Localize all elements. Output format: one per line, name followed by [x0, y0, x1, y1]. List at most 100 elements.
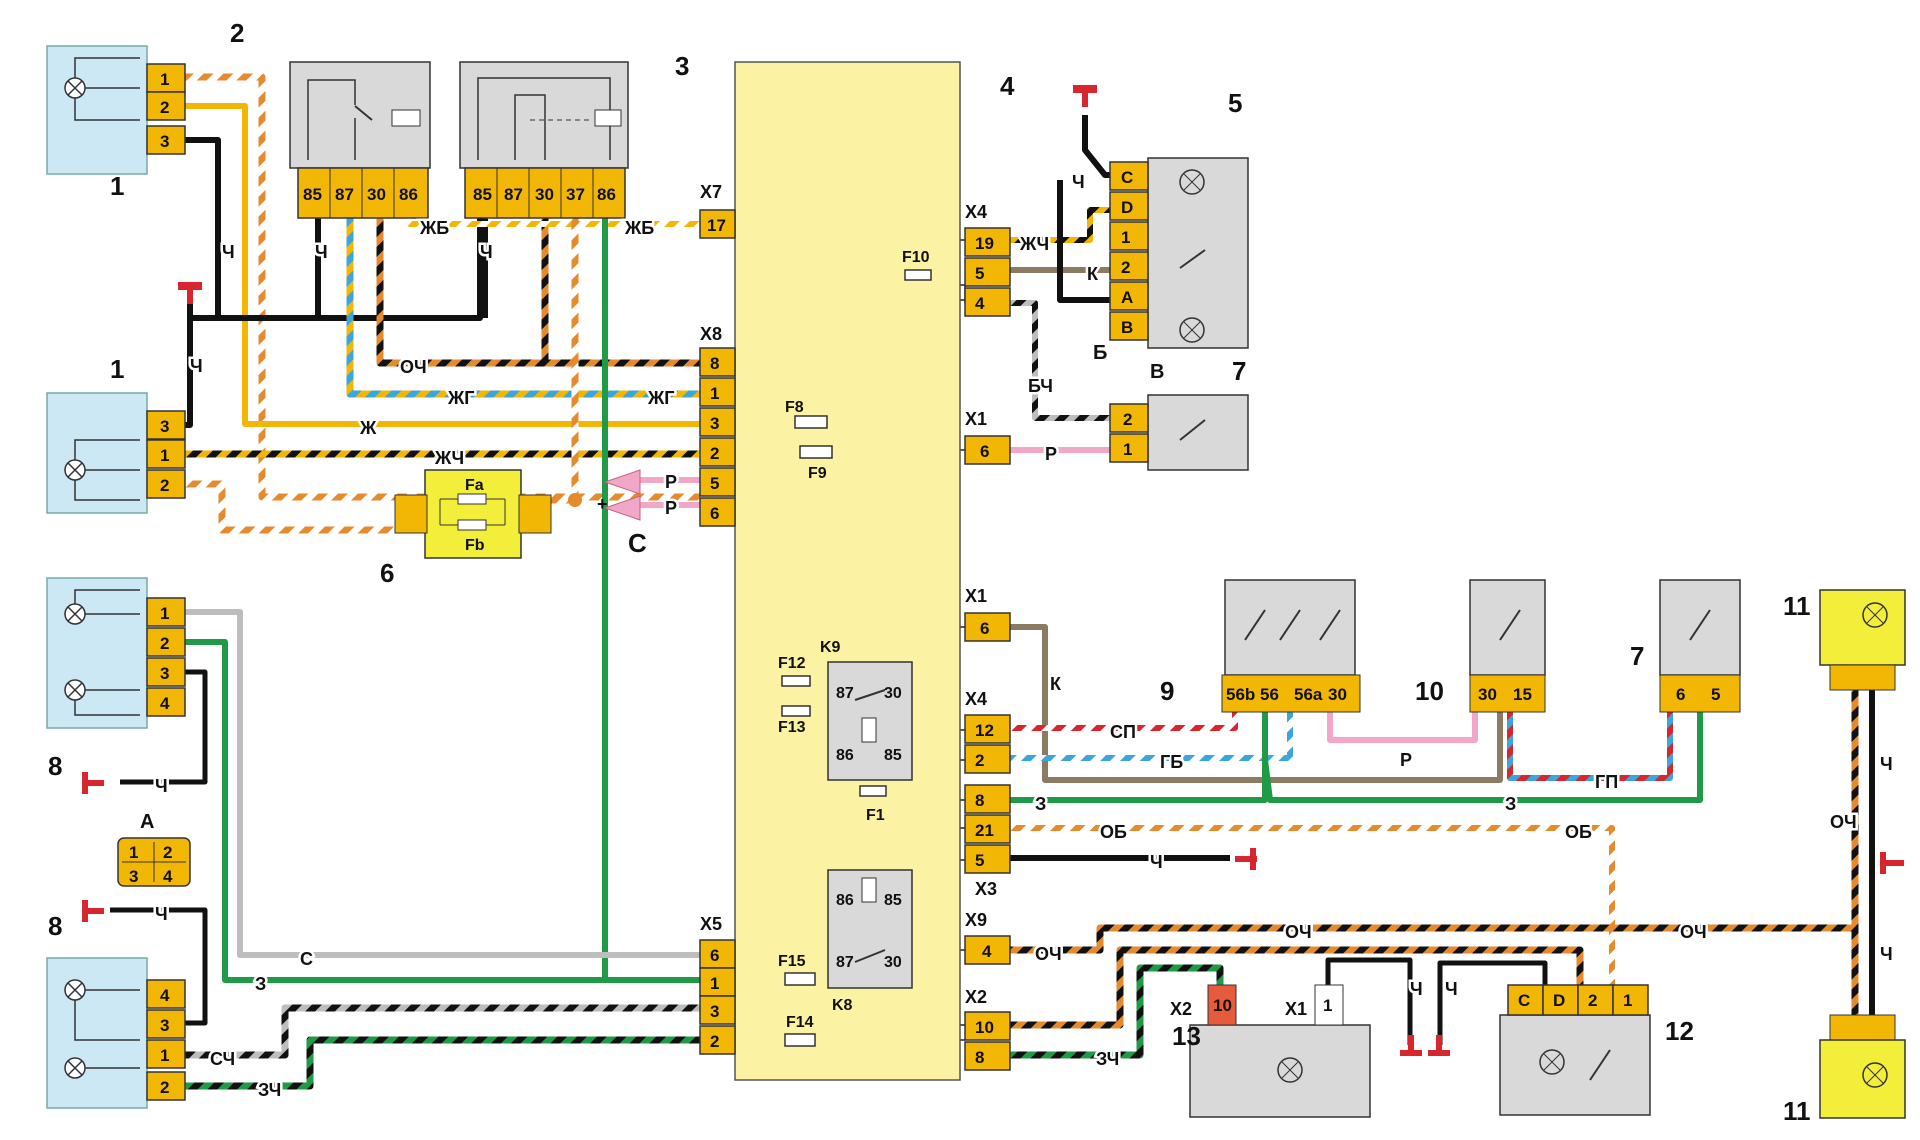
wire-label-s: С [300, 949, 313, 969]
fuse-fa-label: Fa [465, 477, 484, 494]
wire-green-black-x2-8 [1010, 964, 1224, 1059]
relay3-pin-label: 86 [597, 185, 616, 204]
switch9-pin-label: 56a [1294, 685, 1323, 704]
connector-label-x3: X3 [975, 879, 997, 899]
svg-text:85: 85 [884, 892, 902, 909]
wire-green-z-right [1262, 710, 1703, 803]
x8-pin-label: 2 [710, 444, 719, 463]
wire-label-ch_1: Ч [222, 242, 235, 262]
c1-bottom-pin-label: 2 [160, 476, 169, 495]
c1-bottom-pin-label: 3 [160, 417, 169, 436]
svg-text:1: 1 [129, 843, 138, 862]
c5-pin [1109, 311, 1149, 341]
c1-top-pin [146, 91, 186, 121]
c5-pin-label: 2 [1121, 258, 1130, 277]
relay-2 [289, 61, 431, 219]
wire-label-sch: СЧ [210, 1049, 235, 1069]
wire-label-zh: Ж [359, 418, 377, 438]
relay2-pin-label: 86 [399, 185, 418, 204]
component-number-c13: 13 [1172, 1021, 1201, 1051]
x4-top-pin [964, 227, 1011, 257]
lamp-8-bottom [46, 957, 148, 1109]
wire-label-ch_11: Ч [155, 776, 168, 796]
svg-text:3: 3 [129, 867, 138, 886]
component-number-c7_top: 7 [1232, 356, 1246, 386]
svg-text:87: 87 [836, 954, 854, 971]
c5-pin-label: D [1121, 198, 1133, 217]
switch-12 [1499, 1014, 1651, 1116]
wire-blue-white-gb [1010, 710, 1293, 761]
c5-pin [1109, 251, 1149, 281]
inset-a-letter: A [140, 811, 154, 833]
x5-pin [699, 1025, 736, 1055]
x5-pin-label: 1 [710, 974, 719, 993]
x9-pin [964, 935, 1011, 965]
wire-label-gp: ГП [1595, 772, 1618, 792]
wire-label-gb: ГБ [1160, 752, 1183, 772]
wire-label-p_1: Р [665, 472, 677, 492]
wire-label-zhb_2: ЖБ [624, 218, 654, 238]
connector-label-x4_top: X4 [965, 202, 987, 222]
x4-mid-pin [964, 814, 1011, 844]
component-number-c3: 3 [675, 51, 689, 81]
wire-label-ch_9: Ч [1880, 754, 1893, 774]
letter-v: В [1150, 361, 1164, 383]
component-number-c5: 5 [1228, 88, 1242, 118]
relay3-pin-label: 87 [504, 185, 523, 204]
x8-pin [699, 467, 736, 497]
x4-mid-pin-label: 12 [975, 721, 994, 740]
c1-bottom-pin [146, 469, 186, 499]
x2-pin [964, 1011, 1011, 1041]
x8-pin [699, 347, 736, 377]
x4-top-pin [964, 257, 1011, 287]
component-number-c7_bottom: 7 [1630, 641, 1644, 671]
x8-pin [699, 497, 736, 527]
wire-label-p_3: Р [1045, 444, 1057, 464]
letter-b: Б [1093, 342, 1107, 364]
x4-mid-pin-label: 21 [975, 821, 994, 840]
x2-pin-label: 8 [975, 1048, 984, 1067]
wire-bch-x4-4 [1010, 300, 1110, 421]
c5-pin-label: A [1121, 288, 1133, 307]
wire-pink-switch10 [1327, 710, 1478, 743]
wire-label-ch_4: Ч [190, 356, 203, 376]
wire-label-bch: БЧ [1028, 376, 1053, 396]
x5-pin [699, 967, 736, 997]
wire-label-och_4: ОЧ [1680, 922, 1707, 942]
wire-label-k_2: К [1050, 674, 1062, 694]
wire-zhch-x4-19 [1010, 207, 1120, 243]
block4-connectors: 17813256195466122821541086132X7X8X4X1X1X… [699, 182, 1307, 1071]
switch-5 [1147, 157, 1249, 349]
c5-pin [1109, 161, 1149, 191]
connector-label-x9: X9 [965, 910, 987, 930]
wire-blue-yellow-zhg [346, 218, 700, 398]
switch9-pin-label: 56 [1260, 685, 1279, 704]
x8-pin-label: 1 [710, 384, 719, 403]
wire-orange-black-och [376, 218, 700, 367]
fuse-f15-label: F15 [778, 953, 806, 970]
fuse-f13-label: F13 [778, 719, 806, 736]
wire-grey-black-sch [185, 1004, 700, 1059]
svg-text:30: 30 [884, 685, 902, 702]
wire-brown-k-x1-6 [1010, 624, 1503, 783]
c1-top-pin-label: 2 [160, 98, 169, 117]
c12-pin-label: C [1518, 991, 1530, 1010]
wire-label-k_1: К [1087, 264, 1099, 284]
svg-text:85: 85 [884, 747, 902, 764]
wire-label-zhg_1: ЖГ [447, 388, 474, 408]
wire-grey-c8-top-1 [185, 609, 700, 958]
c8-bottom-pin-label: 3 [160, 1016, 169, 1035]
wire-label-ch_6: Ч [1150, 852, 1163, 872]
x5-pin-label: 2 [710, 1032, 719, 1051]
switch10-pin-label: 30 [1478, 685, 1497, 704]
c1-top-pin [146, 125, 186, 155]
x8-pin [699, 377, 736, 407]
connector-label-x4_mid: X4 [965, 689, 987, 709]
wire-label-sp: СП [1110, 722, 1136, 742]
component-number-c6: 6 [380, 558, 394, 588]
fuse-f9-label: F9 [808, 465, 827, 482]
lamp-11-top [1819, 589, 1906, 691]
